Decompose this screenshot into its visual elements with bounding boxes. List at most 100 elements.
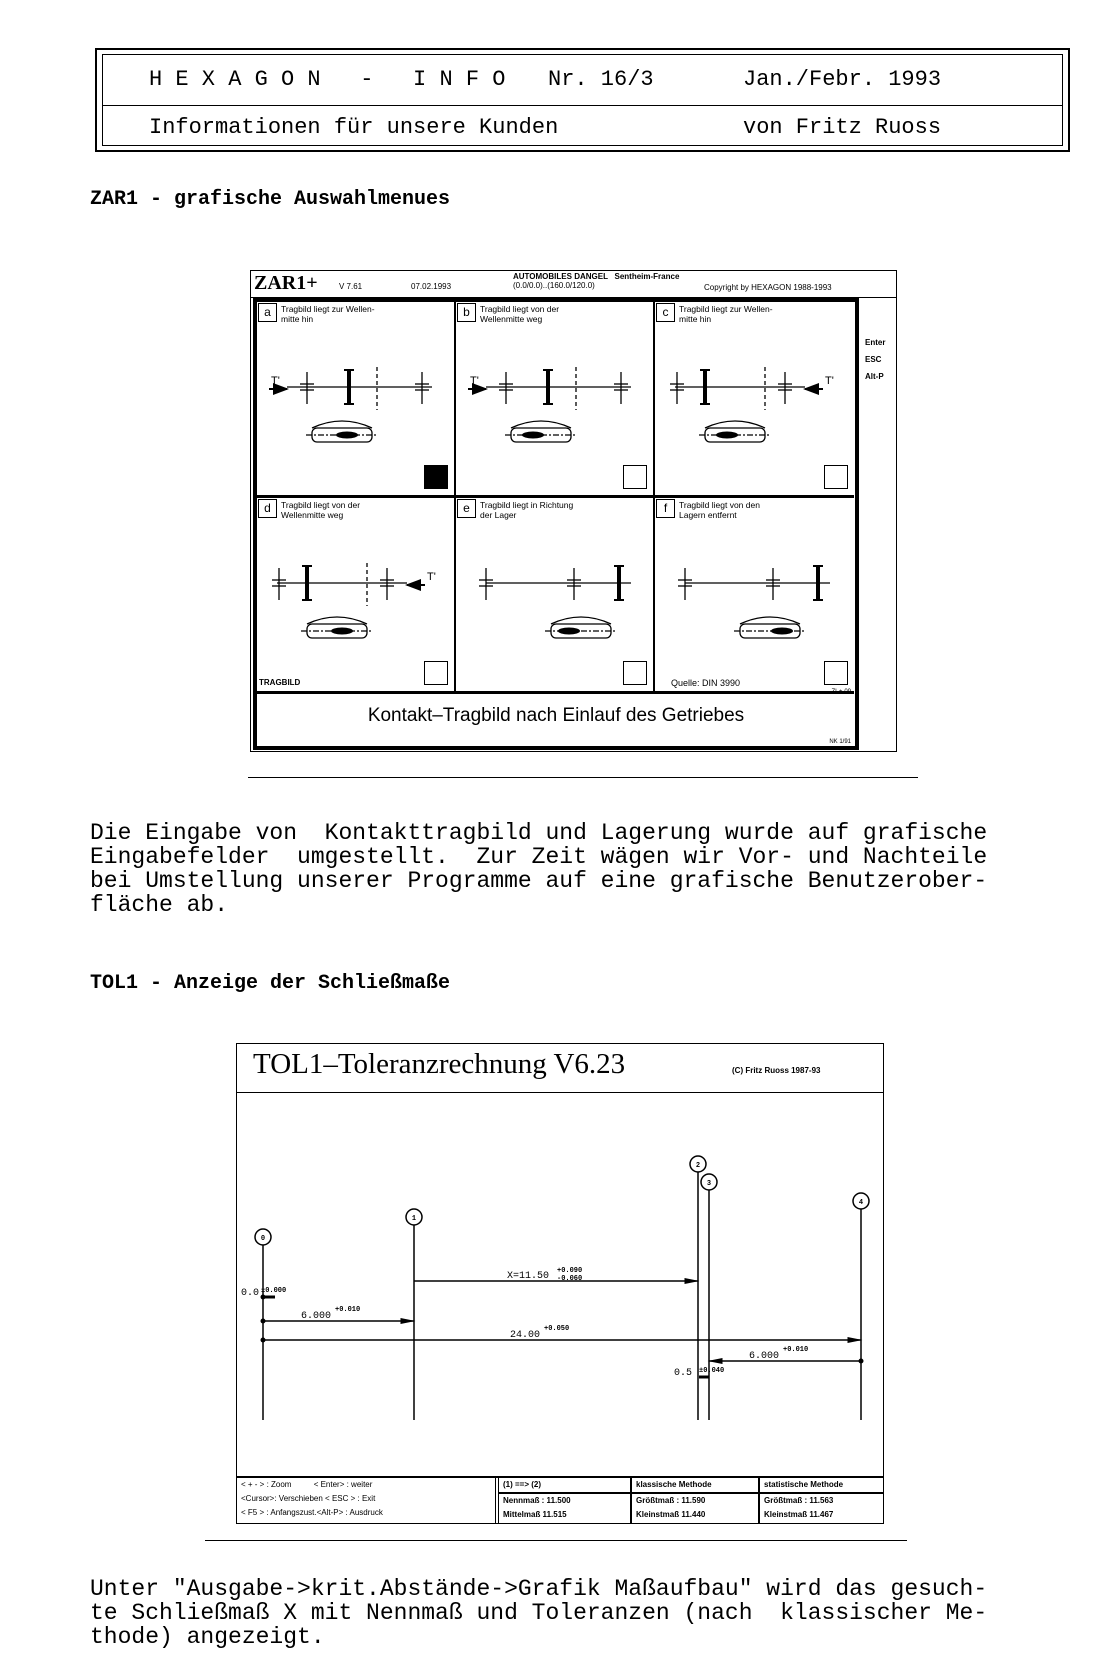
statistic-method: statistische Methode Größtmaß : 11.563 K… [758, 1478, 883, 1523]
zar1-logo: ZAR1+ [254, 272, 318, 294]
dim-4-value: 0.5 [674, 1368, 692, 1379]
option-letter: e [457, 499, 476, 518]
zar1-version: V 7.61 [339, 282, 363, 291]
option-letter: c [656, 303, 675, 322]
nennmass: Nennmaß : 11.500 [503, 1496, 571, 1505]
caption-box: ZI-+-09 Kontakt–Tragbild nach Einlauf de… [257, 689, 855, 746]
dim-2-tol: +0.050 [544, 1325, 569, 1333]
svg-text:T': T' [271, 375, 280, 387]
dim-2-value: 24.00 [510, 1330, 540, 1341]
source-label: Quelle: DIN 3990 [671, 678, 741, 688]
newsletter-title: H E X A G O N - I N F O [149, 67, 506, 92]
option-letter: a [258, 303, 277, 322]
shaft-diagram-icon: T' [670, 367, 834, 443]
tragbild-grid: a Tragbild liegt zur Wellen- mitte hin [253, 298, 859, 750]
option-checkbox[interactable] [824, 465, 848, 489]
zar1-screenshot: ZAR1+ V 7.61 07.02.1993 AUTOMOBILES DANG… [250, 270, 897, 752]
author: von Fritz Ruoss [743, 115, 942, 140]
option-letter: d [258, 499, 277, 518]
key-enter[interactable]: Enter [865, 338, 886, 347]
help-enter: < Enter> : weiter [313, 1480, 373, 1489]
chain-summary: (1) ==> (2) Nennmaß : 11.500 Mittelmaß 1… [495, 1478, 630, 1523]
shaft-diagram-icon: T' [468, 367, 631, 443]
dim-x-upper: +0.090 [557, 1267, 582, 1275]
option-checkbox[interactable] [623, 661, 647, 685]
classic-method: klassische Methode Größtmaß : 11.590 Kle… [630, 1478, 758, 1523]
point-marker-3 [700, 1173, 718, 1191]
newsletter-header: H E X A G O N - I N F O Nr. 16/3 Jan./Fe… [95, 48, 1070, 152]
dim-3-value: 6.000 [749, 1351, 779, 1362]
point-marker-1 [405, 1208, 423, 1226]
option-checkbox[interactable] [424, 465, 448, 489]
key-alt-p[interactable]: Alt-P [865, 372, 884, 381]
tragbild-option-a[interactable]: a Tragbild liegt zur Wellen- mitte hin [257, 302, 456, 498]
point-label-3: 3 [707, 1180, 711, 1188]
svg-text:T': T' [427, 571, 436, 583]
dim-4-tol: ±0.040 [699, 1367, 724, 1375]
classic-header: klassische Methode [632, 1478, 758, 1494]
dim-1-value: 6.000 [301, 1311, 331, 1322]
newsletter-subtitle: Informationen für unsere Kunden [149, 115, 559, 140]
tol1-copyright: (C) Fritz Ruoss 1987-93 [732, 1066, 821, 1075]
shaft-diagram-icon: T' [272, 563, 436, 639]
tolerance-chain-drawing: 0 1 2 3 4 X=11.50 +0.090 -0.060 0.0 ±0.0… [241, 1155, 870, 1420]
mittelmass: Mittelmaß 11.515 [503, 1510, 567, 1519]
statistic-min: Kleinstmaß 11.467 [764, 1510, 834, 1519]
divider [205, 1540, 907, 1541]
classic-min: Kleinstmaß 11.440 [636, 1510, 706, 1519]
point-label-0: 0 [261, 1235, 265, 1243]
option-letter: b [457, 303, 476, 322]
key-esc[interactable]: ESC [865, 355, 882, 364]
dim-x-lower: -0.060 [557, 1275, 582, 1283]
point-marker-4 [852, 1192, 870, 1210]
point-label-4: 4 [859, 1199, 863, 1207]
paragraph-zar1: Die Eingabe von Kontakttragbild und Lage… [90, 820, 988, 918]
dim-x-value: X=11.50 [507, 1271, 549, 1282]
tragbild-label: TRAGBILD [259, 678, 301, 687]
tol1-screenshot: TOL1–Toleranzrechnung V6.23 (C) Fritz Ru… [236, 1043, 884, 1524]
shaft-diagram-icon: T' [269, 367, 432, 443]
option-checkbox[interactable] [623, 465, 647, 489]
section-heading-tol1: TOL1 - Anzeige der Schließmaße [90, 972, 451, 995]
option-description: Tragbild liegt zur Wellen- mitte hin [679, 304, 773, 324]
option-description: Tragbild liegt von der Wellenmitte weg [281, 500, 361, 520]
tragbild-option-e[interactable]: e Tragbild liegt in Richtung der Lager [456, 498, 655, 694]
option-checkbox[interactable] [824, 661, 848, 685]
option-description: Tragbild liegt zur Wellen- mitte hin [281, 304, 375, 324]
issue-date: Jan./Febr. 1993 [743, 67, 942, 92]
tragbild-option-f[interactable]: f Tragbild liegt von den Lagern entfernt [655, 498, 854, 694]
tol1-title: TOL1–Toleranzrechnung V6.23 [253, 1048, 626, 1080]
option-description: Tragbild liegt in Richtung der Lager [480, 500, 574, 520]
classic-max: Größtmaß : 11.590 [636, 1496, 706, 1505]
issue-number: Nr. 16/3 [548, 67, 654, 92]
option-description: Tragbild liegt von der Wellenmitte weg [480, 304, 560, 324]
divider [248, 777, 918, 778]
option-checkbox[interactable] [424, 661, 448, 685]
statistic-header: statistische Methode [760, 1478, 883, 1494]
option-description: Tragbild liegt von den Lagern entfernt [679, 500, 760, 520]
chain-header: (1) ==> (2) [499, 1478, 630, 1494]
dim-3-tol: +0.010 [783, 1346, 808, 1354]
tol1-status-panel: < + - > : Zoom < Enter> : weiter <Cursor… [237, 1476, 883, 1523]
help-zoom: < + - > : Zoom [241, 1480, 292, 1489]
zar1-copyright: Copyright by HEXAGON 1988-1993 [704, 283, 832, 292]
zar1-date: 07.02.1993 [411, 282, 452, 291]
tragbild-option-b[interactable]: b Tragbild liegt von der Wellenmitte weg [456, 302, 655, 498]
tragbild-option-c[interactable]: c Tragbild liegt zur Wellen- mitte hin [655, 302, 854, 498]
point-marker-2 [689, 1155, 707, 1173]
dim-0-tol: ±0.000 [261, 1287, 286, 1295]
help-f5: < F5 > : Anfangszust.<Alt-P> : Ausdruck [241, 1508, 383, 1517]
statistic-max: Größtmaß : 11.563 [764, 1496, 834, 1505]
point-marker-0 [254, 1228, 272, 1246]
shaft-diagram-icon [678, 565, 830, 639]
key-help: < + - > : Zoom < Enter> : weiter <Cursor… [237, 1478, 495, 1523]
section-heading-zar1: ZAR1 - grafische Auswahlmenues [90, 188, 451, 211]
svg-text:T': T' [825, 375, 834, 387]
tragbild-option-d[interactable]: d Tragbild liegt von der Wellenmitte weg [257, 498, 456, 694]
code-top: ZI-+-09 [831, 689, 851, 695]
option-letter: f [656, 499, 675, 518]
code-bottom: NK 1/91 [829, 739, 851, 745]
zar1-titlebar: ZAR1+ V 7.61 07.02.1993 AUTOMOBILES DANG… [251, 271, 896, 298]
caption-text: Kontakt–Tragbild nach Einlauf des Getrie… [367, 705, 745, 726]
zar1-company: AUTOMOBILES DANGEL Sentheim-France [513, 272, 680, 281]
